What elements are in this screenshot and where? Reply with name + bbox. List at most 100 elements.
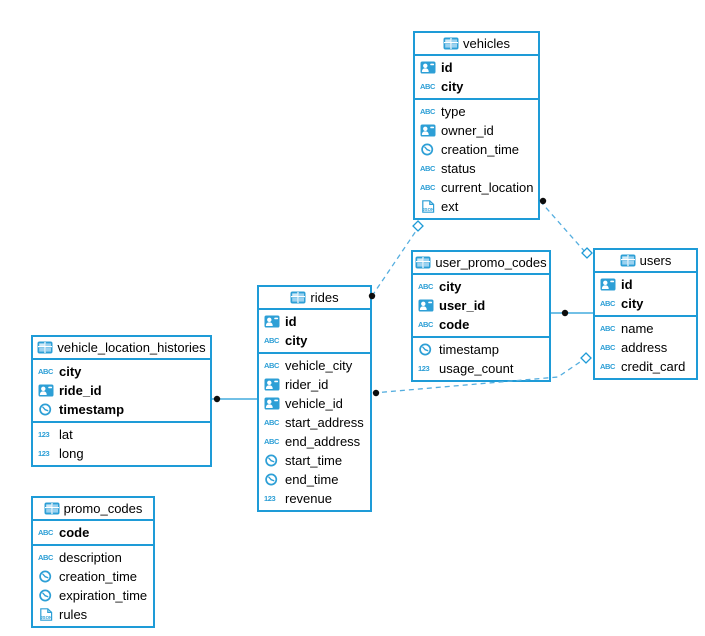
- column-code[interactable]: ABC code: [413, 315, 549, 334]
- timestamp-type-icon: [38, 570, 54, 583]
- entity-rides-header[interactable]: rides: [259, 287, 370, 310]
- number-type-icon: 123: [418, 364, 430, 373]
- column-city[interactable]: ABC city: [415, 77, 538, 96]
- relation-vehicle-location-histories-rides[interactable]: [212, 395, 257, 403]
- entity-rides[interactable]: rides id ABC city ABC vehicle_city rider…: [257, 285, 372, 512]
- uuid-type-icon: [264, 378, 280, 391]
- column-name[interactable]: ABC name: [595, 319, 696, 338]
- column-name: city: [285, 333, 308, 348]
- entity-vehicle-location-histories-header[interactable]: vehicle_location_histories: [33, 337, 210, 360]
- entity-user-promo-codes-header[interactable]: user_promo_codes: [413, 252, 549, 275]
- column-name: code: [439, 317, 470, 332]
- string-type-icon: ABC: [420, 164, 436, 173]
- entity-vehicles[interactable]: vehicles id ABC city ABC type owner_id: [413, 31, 540, 220]
- column-start-address[interactable]: ABC start_address: [259, 413, 370, 432]
- column-rider-id[interactable]: rider_id: [259, 375, 370, 394]
- column-name: expiration_time: [59, 588, 148, 603]
- column-long[interactable]: 123 long: [33, 444, 210, 463]
- json-type-icon: [420, 200, 436, 213]
- uuid-type-icon: [420, 61, 436, 74]
- column-expiration-time[interactable]: expiration_time: [33, 586, 153, 605]
- column-city[interactable]: ABC city: [259, 331, 370, 350]
- table-icon: [44, 502, 60, 515]
- column-start-time[interactable]: start_time: [259, 451, 370, 470]
- entity-users-header[interactable]: users: [595, 250, 696, 273]
- column-ext[interactable]: ext: [415, 197, 538, 216]
- column-name: creation_time: [441, 142, 520, 157]
- column-name: status: [441, 161, 476, 176]
- string-type-icon: ABC: [418, 282, 434, 291]
- string-type-icon: ABC: [600, 299, 616, 308]
- column-status[interactable]: ABC status: [415, 159, 538, 178]
- column-type[interactable]: ABC type: [415, 102, 538, 121]
- column-lat[interactable]: 123 lat: [33, 425, 210, 444]
- relation-target-diamond: [412, 220, 424, 232]
- column-vehicle-id[interactable]: vehicle_id: [259, 394, 370, 413]
- entity-title: users: [639, 253, 672, 268]
- entity-user-promo-codes[interactable]: user_promo_codes ABC city user_id ABC co…: [411, 250, 551, 382]
- column-code[interactable]: ABC code: [33, 523, 153, 542]
- column-name: vehicle_id: [285, 396, 343, 411]
- column-current-location[interactable]: ABC current_location: [415, 178, 538, 197]
- uuid-type-icon: [264, 397, 280, 410]
- column-end-address[interactable]: ABC end_address: [259, 432, 370, 451]
- column-usage-count[interactable]: 123 usage_count: [413, 359, 549, 378]
- column-user-id[interactable]: user_id: [413, 296, 549, 315]
- entity-users[interactable]: users id ABC city ABC name ABC address A…: [593, 248, 698, 380]
- column-city[interactable]: ABC city: [33, 362, 210, 381]
- column-name: city: [439, 279, 462, 294]
- relation-vehicles-users[interactable]: [539, 197, 593, 259]
- column-credit-card[interactable]: ABC credit_card: [595, 357, 696, 376]
- column-name: rules: [59, 607, 88, 622]
- column-description[interactable]: ABC description: [33, 548, 153, 567]
- column-name: vehicle_city: [285, 358, 353, 373]
- uuid-type-icon: [418, 299, 434, 312]
- column-name: id: [285, 314, 297, 329]
- column-vehicle-city[interactable]: ABC vehicle_city: [259, 356, 370, 375]
- column-timestamp[interactable]: timestamp: [33, 400, 210, 419]
- column-city[interactable]: ABC city: [595, 294, 696, 313]
- table-icon: [620, 254, 636, 267]
- relation-source-dot: [213, 395, 221, 403]
- column-ride-id[interactable]: ride_id: [33, 381, 210, 400]
- column-revenue[interactable]: 123 revenue: [259, 489, 370, 508]
- column-name: current_location: [441, 180, 534, 195]
- column-id[interactable]: id: [259, 312, 370, 331]
- table-icon: [415, 256, 431, 269]
- column-name: lat: [59, 427, 73, 442]
- primary-key-section: ABC city ride_id timestamp: [33, 360, 210, 423]
- column-end-time[interactable]: end_time: [259, 470, 370, 489]
- timestamp-type-icon: [264, 454, 280, 467]
- entity-vehicle-location-histories[interactable]: vehicle_location_histories ABC city ride…: [31, 335, 212, 467]
- string-type-icon: ABC: [38, 528, 54, 537]
- column-creation-time[interactable]: creation_time: [33, 567, 153, 586]
- column-id[interactable]: id: [415, 58, 538, 77]
- table-icon: [37, 341, 53, 354]
- column-rules[interactable]: rules: [33, 605, 153, 624]
- column-name: owner_id: [441, 123, 494, 138]
- column-creation-time[interactable]: creation_time: [415, 140, 538, 159]
- column-city[interactable]: ABC city: [413, 277, 549, 296]
- timestamp-type-icon: [418, 343, 434, 356]
- column-id[interactable]: id: [595, 275, 696, 294]
- primary-key-section: ABC code: [33, 521, 153, 546]
- column-name: city: [441, 79, 464, 94]
- column-address[interactable]: ABC address: [595, 338, 696, 357]
- columns-section: timestamp 123 usage_count: [413, 338, 549, 380]
- relation-user-promo-codes-users[interactable]: [551, 309, 593, 317]
- column-timestamp[interactable]: timestamp: [413, 340, 549, 359]
- string-type-icon: ABC: [600, 343, 616, 352]
- column-name: start_address: [285, 415, 364, 430]
- column-name: city: [621, 296, 644, 311]
- entity-promo-codes[interactable]: promo_codes ABC code ABC description cre…: [31, 496, 155, 628]
- columns-section: ABC type owner_id creation_time ABC stat…: [415, 100, 538, 218]
- entity-promo-codes-header[interactable]: promo_codes: [33, 498, 153, 521]
- entity-vehicles-header[interactable]: vehicles: [415, 33, 538, 56]
- column-name: rider_id: [285, 377, 329, 392]
- timestamp-type-icon: [38, 589, 54, 602]
- column-name: city: [59, 364, 82, 379]
- entity-title: rides: [310, 290, 339, 305]
- column-owner-id[interactable]: owner_id: [415, 121, 538, 140]
- columns-section: ABC name ABC address ABC credit_card: [595, 317, 696, 378]
